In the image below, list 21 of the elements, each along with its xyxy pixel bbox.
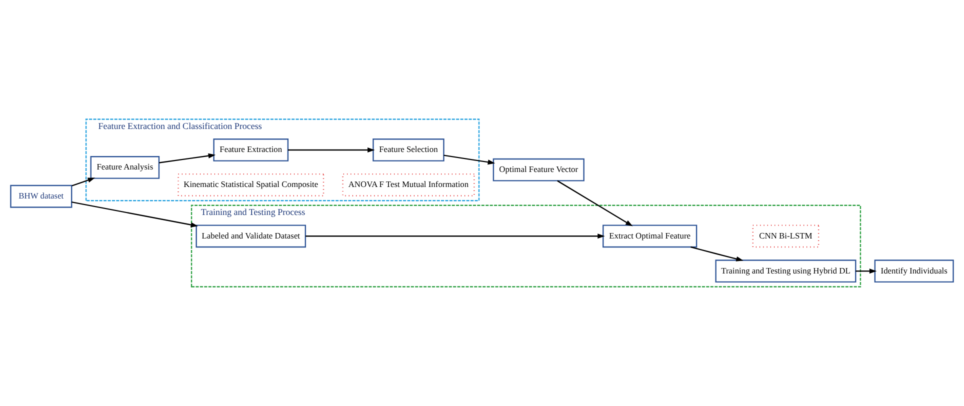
node-box: Feature Analysis	[90, 156, 160, 179]
node-box: CNN Bi-LSTM	[752, 224, 820, 248]
arrow	[159, 153, 216, 164]
arrow	[557, 180, 633, 226]
arrow	[856, 268, 877, 274]
node-box: Feature Selection	[372, 138, 444, 162]
node-box: Feature Extraction	[213, 138, 289, 162]
node-box: Training and Testing using Hybrid DL	[715, 260, 856, 283]
arrow	[444, 154, 496, 165]
arrow	[72, 178, 96, 186]
arrow	[306, 234, 605, 239]
node-box: Kinematic Statistical Spatial Composite	[178, 173, 324, 196]
node-box: BHW dataset	[10, 184, 72, 208]
node-box: Optimal Feature Vector	[492, 158, 584, 182]
arrow	[72, 201, 198, 228]
arrow	[690, 246, 744, 262]
arrow	[288, 147, 375, 152]
node-box: ANOVA F Test Mutual Information	[342, 173, 475, 196]
node-box: Identify Individuals	[874, 260, 954, 283]
node-box: Extract Optimal Feature	[602, 224, 698, 248]
node-box: Labeled and Validate Dataset	[196, 224, 306, 248]
